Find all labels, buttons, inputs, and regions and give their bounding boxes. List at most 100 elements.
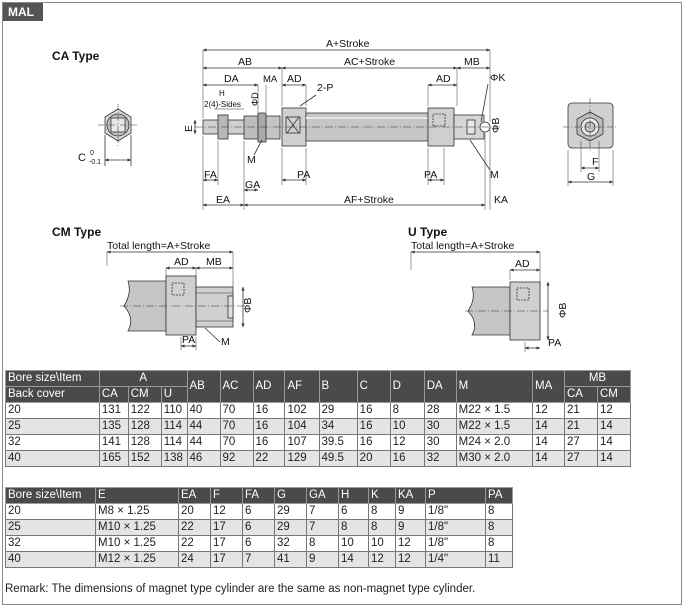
table2-header-cell: F [210,487,243,504]
table-cell: 6 [242,503,275,520]
table-cell: 20 [5,503,96,520]
technical-drawing: CA Type CM Type U Type C 0 -0.1 [52,38,617,352]
ca-left-end-view: C 0 -0.1 [78,104,138,166]
table-cell: 165 [98,450,129,467]
table-cell: M10 × 1.25 [95,535,179,552]
table-cell: 1/4" [425,551,486,568]
table-cell: 12 [395,535,426,552]
table-cell: 16 [252,402,286,419]
table-cell: 44 [186,418,221,435]
table-cell: 14 [596,450,632,467]
table-cell: 135 [98,418,129,435]
table-cell: 40 [186,402,221,419]
table-cell: 152 [127,450,162,467]
table-cell: 8 [368,503,396,520]
table-cell: 128 [127,418,162,435]
table-cell: 21 [563,418,598,435]
table-cell: 8 [368,519,396,536]
ca-side-view: A+Stroke AB AC+Stroke MB DA MA AD AD ΦK … [183,38,508,210]
c-tolerance-lower: -0.1 [89,159,101,166]
table-cell: 8 [485,519,513,536]
table-cell: 28 [423,402,457,419]
table-cell: 8 [485,535,513,552]
dimension-table-1: Bore size\Item A AB AC AD AF B C D DA M … [5,370,632,467]
cm-mb-label: MB [206,256,222,268]
table-cell: 12 [596,402,632,419]
table-cell: 20 [356,450,391,467]
table2-header-cell: H [338,487,369,504]
m-label: M [247,154,256,166]
table-cell: 7 [242,551,275,568]
table-cell: 7 [306,503,339,520]
table-cell: 110 [160,402,188,419]
table2-header-cell: EA [178,487,211,504]
table1-header-cell: A [98,370,188,387]
table-cell: 8 [338,519,369,536]
table-cell: 70 [219,434,254,451]
table-cell: 17 [210,519,243,536]
table-cell: 129 [284,450,320,467]
table-cell: M30 × 2.0 [455,450,533,467]
cm-m-label: M [221,336,230,348]
table-cell: 25 [5,519,96,536]
ad-label: AD [287,73,302,85]
table-cell: 11 [485,551,513,568]
table-cell: 29 [274,519,307,536]
phi-d-label: ΦD [250,92,260,106]
cm-phi-b-label: ΦB [242,298,254,313]
table-cell: 10 [389,418,425,435]
table-cell: 46 [186,450,221,467]
table1-header-cell: AF [284,370,320,403]
cm-total-label: Total length=A+Stroke [107,240,210,252]
table-cell: 107 [284,434,320,451]
table1-header-cell: AC [219,370,254,403]
table-cell: 16 [389,450,425,467]
a-stroke-label: A+Stroke [326,38,370,50]
pa-label: PA [297,169,310,181]
table-cell: 32 [274,535,307,552]
phi-b-label: ΦB [490,118,502,133]
af-stroke-label: AF+Stroke [344,194,394,206]
table-cell: M24 × 2.0 [455,434,533,451]
da-label: DA [224,73,239,85]
table-cell: 49.5 [318,450,358,467]
table2-header-row: Bore size\Item E EA F FA G GA H K KA P P… [5,487,513,504]
table-cell: 8 [485,503,513,520]
h-label: H [219,89,225,98]
table-cell: 8 [306,535,339,552]
table2-header-cell: K [368,487,396,504]
cm-type-title: CM Type [52,225,101,239]
table-cell: 138 [160,450,188,467]
table-cell: 32 [5,434,100,451]
table-cell: 12 [395,551,426,568]
cm-view: Total length=A+Stroke AD MB ΦB PA M [106,240,254,350]
table1-header-row-1: Bore size\Item A AB AC AD AF B C D DA M … [5,370,632,403]
table-cell: 122 [127,402,162,419]
table-cell: 6 [338,503,369,520]
ma-label: MA [263,74,278,85]
table-cell: 29 [318,402,358,419]
m-right-label: M [490,169,499,181]
table1-header-cell: AB [186,370,221,403]
table-cell: 9 [395,503,426,520]
table-cell: 16 [356,418,391,435]
table-cell: 104 [284,418,320,435]
u-type-title: U Type [408,225,447,239]
fa-label: FA [204,169,217,181]
e-label: E [183,125,195,132]
table-cell: 114 [160,434,188,451]
ga-label: GA [245,179,260,191]
table-cell: 7 [306,519,339,536]
table-cell: 12 [210,503,243,520]
ac-stroke-label: AC+Stroke [344,56,395,68]
ca-type-title: CA Type [52,49,100,63]
table-cell: 16 [356,434,391,451]
table-cell: 8 [389,402,425,419]
